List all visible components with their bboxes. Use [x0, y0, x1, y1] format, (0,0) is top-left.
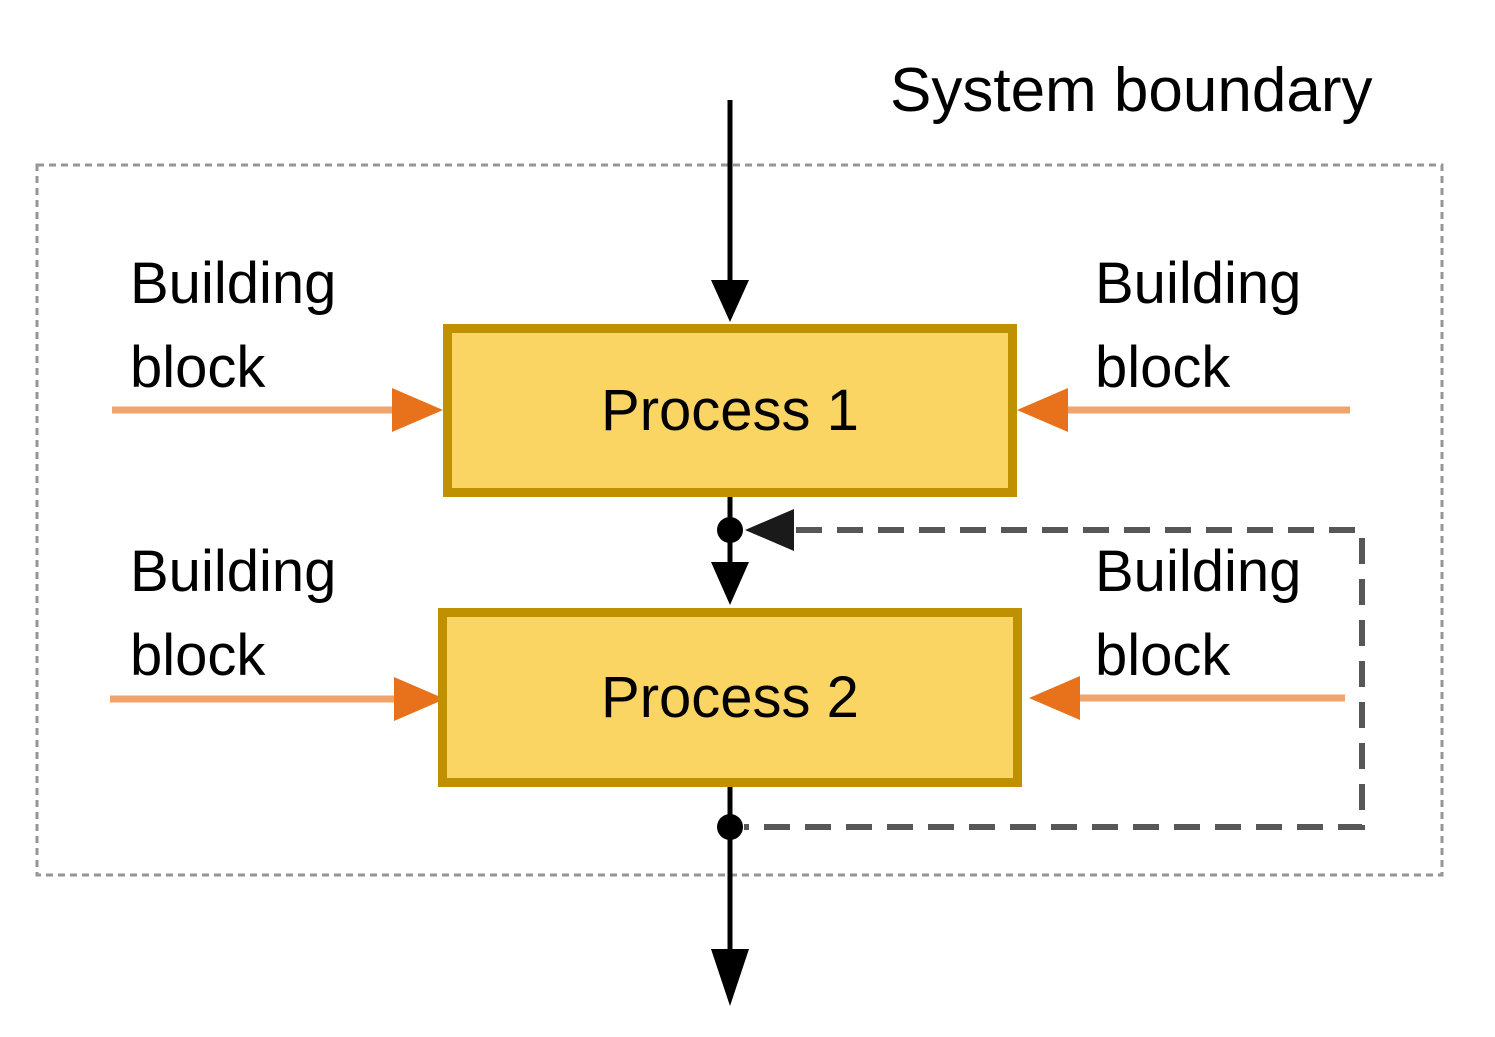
junction-dot-upper	[717, 517, 743, 543]
feedback-dashed-path	[744, 527, 1365, 830]
building-block-label-upper-right: Building block	[1095, 251, 1302, 400]
building-block-label-upper-left: Building block	[130, 251, 337, 400]
building-block-label-lower-left: Building block	[130, 539, 337, 688]
process-2-label: Process 2	[601, 664, 859, 730]
process-2-box: Process 2	[438, 608, 1022, 787]
main-flow	[711, 100, 749, 1006]
flow-arrowhead-top-icon	[711, 280, 749, 322]
process-1-label: Process 1	[601, 377, 859, 443]
flow-arrowhead-middle-icon	[711, 562, 749, 605]
junction-dot-lower	[717, 814, 743, 840]
input-arrowhead-lower-right-icon	[1029, 676, 1080, 720]
building-block-label-lower-right: Building block	[1095, 539, 1302, 688]
feedback-loop	[744, 509, 1365, 830]
system-boundary-border	[35, 163, 1444, 877]
input-arrowhead-upper-left-icon	[392, 388, 443, 432]
flow-arrowhead-bottom-icon	[711, 949, 749, 1006]
input-arrowhead-lower-left-icon	[394, 677, 445, 721]
process-1-box: Process 1	[443, 324, 1017, 497]
system-boundary-label: System boundary	[890, 56, 1373, 125]
input-arrows	[110, 388, 1350, 721]
feedback-arrowhead-icon	[745, 509, 794, 551]
input-arrowhead-upper-right-icon	[1017, 388, 1068, 432]
